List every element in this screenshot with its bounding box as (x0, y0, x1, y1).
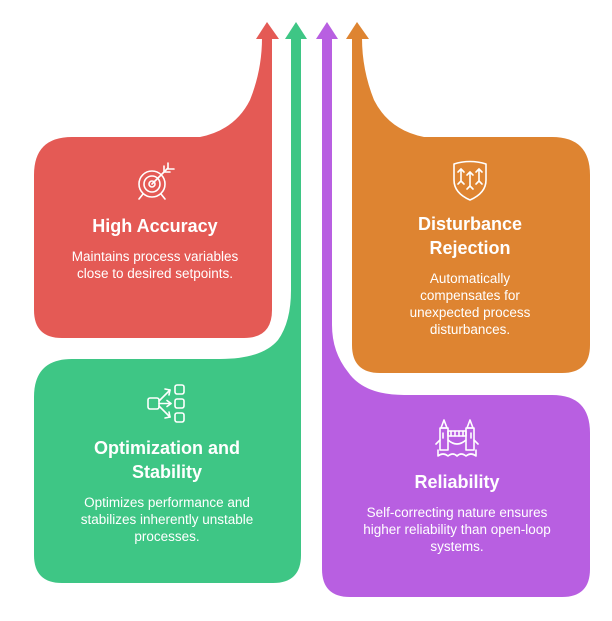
card-disturbance-rejection: Disturbance Rejection Automatically comp… (370, 158, 570, 338)
card-title: Disturbance Rejection (417, 214, 523, 258)
red-arrowhead (256, 22, 279, 39)
purple-arrowhead (316, 22, 338, 39)
green-arrowhead (285, 22, 307, 39)
card-optimization-stability: Optimization and Stability Optimizes per… (50, 382, 284, 545)
red-card-body (34, 38, 272, 338)
card-title: Reliability (414, 472, 500, 492)
card-high-accuracy: High Accuracy Maintains process variable… (48, 160, 262, 282)
orange-card-body (352, 38, 590, 373)
disturbance-rejection-shape (346, 22, 590, 373)
card-description: Optimizes performance and stabilizes inh… (80, 495, 254, 544)
card-title: Optimization and Stability (94, 438, 240, 482)
shield-arrows-icon (453, 160, 487, 201)
purple-card-body (322, 38, 590, 597)
high-accuracy-shape (34, 22, 279, 338)
card-reliability: Reliability Self-correcting nature ensur… (340, 416, 574, 555)
reliability-shape (316, 22, 590, 597)
card-title: High Accuracy (92, 216, 218, 236)
card-description: Maintains process variables close to des… (71, 249, 239, 281)
card-description: Self-correcting nature ensures higher re… (363, 505, 551, 554)
branching-arrows-icon (147, 384, 185, 423)
optimization-stability-shape (34, 22, 307, 583)
card-description: Automatically compensates for unexpected… (409, 271, 531, 337)
target-icon (138, 162, 175, 200)
orange-arrowhead (346, 22, 369, 39)
bridge-icon (435, 419, 479, 457)
green-card-body (34, 38, 301, 583)
